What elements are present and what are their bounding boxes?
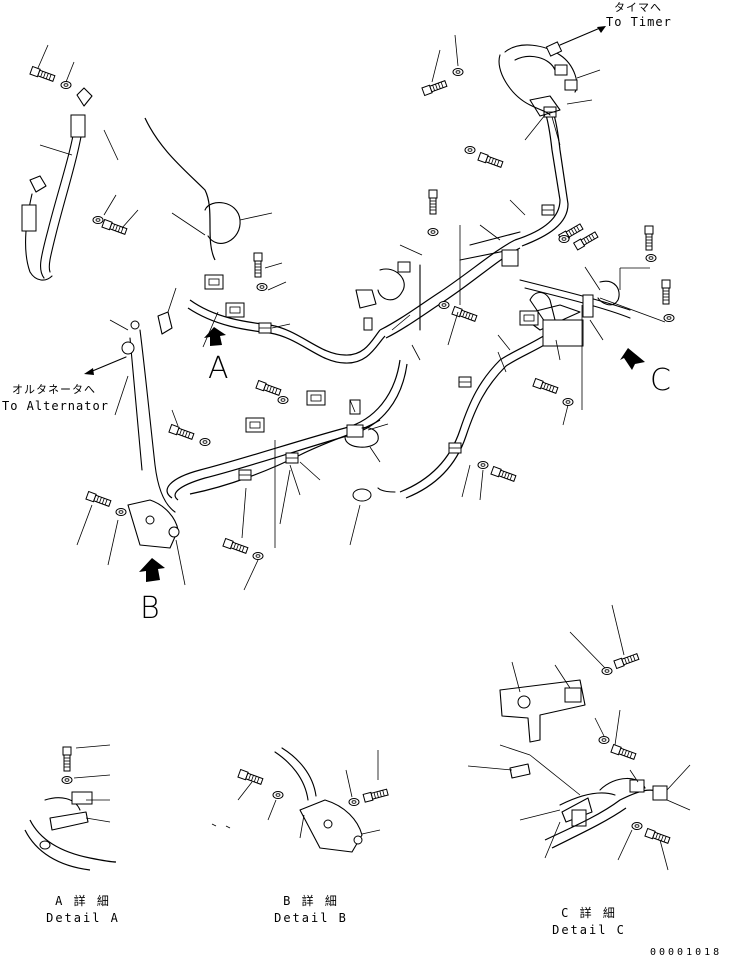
view-a-marker: A — [208, 351, 229, 386]
view-c-marker: C — [650, 363, 671, 398]
to-timer-label-jp: タイマへ — [614, 1, 662, 14]
detail-a-title: Detail A — [46, 911, 120, 925]
detail-c-drawing — [467, 604, 691, 871]
timer-harness — [421, 26, 606, 146]
detail-a-title-jp: A 詳 細 — [55, 894, 111, 908]
detail-c-title: Detail C — [552, 923, 626, 937]
drawing-code: 00001018 — [650, 947, 723, 958]
to-timer-label: To Timer — [606, 15, 672, 29]
view-arrows — [84, 327, 226, 582]
to-alternator-label: To Alternator — [2, 399, 109, 413]
main-harness — [85, 106, 631, 560]
detail-b-title-jp: B 詳 細 — [283, 894, 339, 908]
to-alternator-label-jp: オルタネータへ — [12, 383, 96, 396]
detail-a-drawing — [24, 744, 117, 871]
detail-b-title: Detail B — [274, 911, 348, 925]
right-cluster — [519, 225, 675, 410]
battery-cable — [21, 44, 139, 281]
detail-c-title-jp: C 詳 細 — [561, 906, 617, 920]
leader-lines — [76, 199, 604, 591]
view-b-marker: B — [140, 591, 160, 626]
detail-b-drawing — [211, 747, 389, 853]
